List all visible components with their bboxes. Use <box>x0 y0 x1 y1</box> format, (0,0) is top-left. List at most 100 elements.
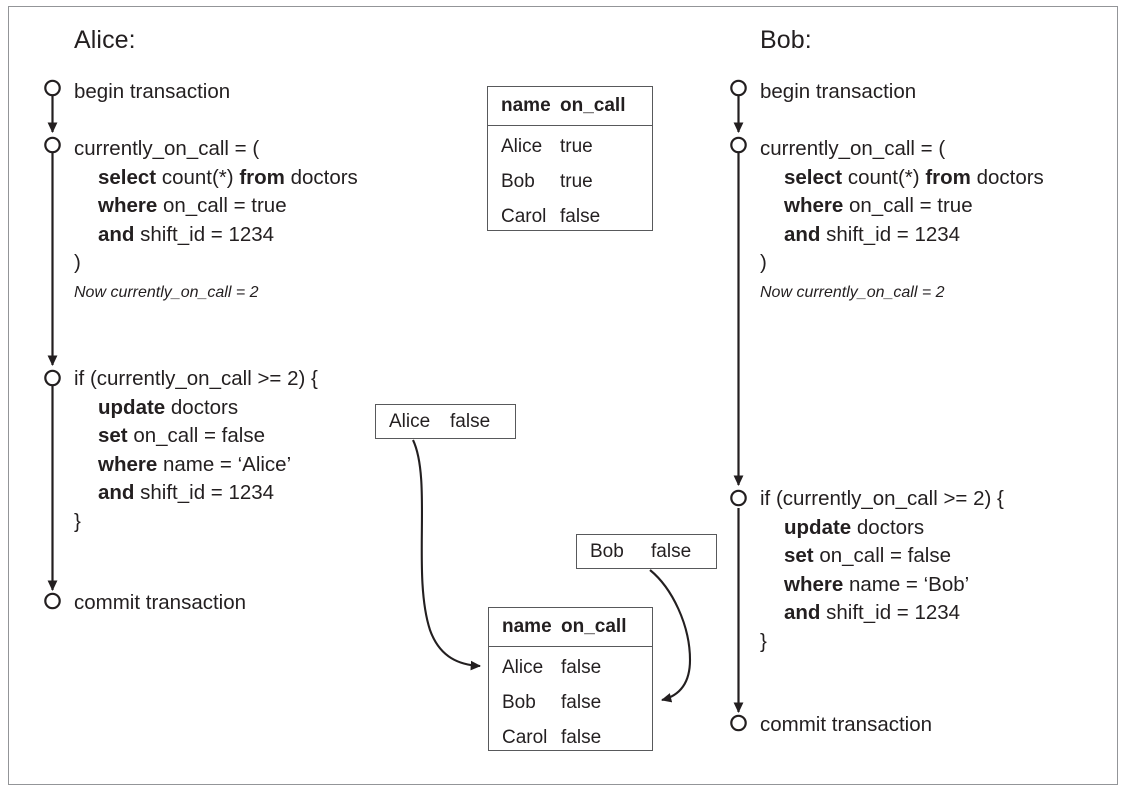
alice-update-line: update doctors <box>74 394 318 423</box>
bob-set-rest: on_call = false <box>813 544 951 567</box>
kw-and-2: and <box>98 481 135 504</box>
table-header-name: name <box>502 616 552 637</box>
kw-update: update <box>98 395 166 419</box>
alice-note: Now currently_on_call = 2 <box>74 283 259 301</box>
table-body: Alice true Bob true Carol false <box>488 126 652 234</box>
cell-on-call: true <box>560 170 593 192</box>
cell-on-call: false <box>561 691 602 713</box>
doctors-table-before: name on_call Alice true Bob true Carol f… <box>487 86 653 231</box>
bob-where2-line: where name = ‘Bob’ <box>760 571 1004 600</box>
cell-name: Bob <box>502 691 536 713</box>
alice-and-line: and shift_id = 1234 <box>74 221 358 250</box>
kw-where-2: where <box>784 572 844 596</box>
alice-update-rest: doctors <box>165 395 239 419</box>
cell-on-call: false <box>561 726 602 748</box>
cell-name: Alice <box>389 410 431 432</box>
kw-from: from <box>239 165 285 189</box>
table-header-on-call: on_call <box>561 616 627 637</box>
table-row: Alice false <box>489 650 652 685</box>
cell-name: Carol <box>501 205 547 227</box>
alice-select-line: select count(*) from doctors <box>74 164 358 193</box>
bob-step-update: if (currently_on_call >= 2) { update doc… <box>760 485 1004 656</box>
bob-select-line: select count(*) from doctors <box>760 164 1044 193</box>
alice-step-update: if (currently_on_call >= 2) { update doc… <box>74 365 318 536</box>
bob-update-rest: doctors <box>851 515 925 539</box>
alice-assign-close: ) <box>74 251 81 274</box>
bob-assign-open: currently_on_call = ( <box>760 137 946 160</box>
kw-select: select <box>98 165 157 189</box>
cell-on-call: true <box>560 135 593 157</box>
bob-from-rest: doctors <box>970 165 1044 189</box>
write-payload-bob: Bob false <box>576 534 717 569</box>
column-title-alice: Alice: <box>74 26 136 54</box>
cell-name: Alice <box>501 135 543 157</box>
alice-where2-rest: name = ‘Alice’ <box>157 452 292 476</box>
cell-on-call: false <box>561 656 602 678</box>
alice-and2-line: and shift_id = 1234 <box>74 479 318 508</box>
kw-select: select <box>784 165 843 189</box>
kw-from: from <box>925 165 971 189</box>
table-header-on-call: on_call <box>560 95 626 116</box>
table-body: Alice false Bob false Carol false <box>489 647 652 755</box>
cell-name: Bob <box>590 540 624 562</box>
cell-name: Alice <box>502 656 544 678</box>
bob-update-line: update doctors <box>760 514 1004 543</box>
kw-update: update <box>784 515 852 539</box>
kw-set: set <box>784 544 814 567</box>
table-header-row: name on_call <box>489 608 652 647</box>
bob-where-line: where on_call = true <box>760 192 1044 221</box>
bob-assign-close: ) <box>760 251 767 274</box>
alice-begin-label: begin transaction <box>74 80 231 103</box>
alice-where-line: where on_call = true <box>74 192 358 221</box>
alice-step-select: currently_on_call = ( select count(*) fr… <box>74 135 358 304</box>
bob-where2-rest: name = ‘Bob’ <box>843 572 970 596</box>
table-header-name: name <box>501 95 551 116</box>
table-row: Carol false <box>488 199 652 234</box>
bob-commit-label: commit transaction <box>760 713 933 736</box>
cell-name: Bob <box>501 170 535 192</box>
kw-and: and <box>98 222 135 246</box>
table-row: Alice true <box>488 129 652 164</box>
alice-and2-rest: shift_id = 1234 <box>134 481 275 504</box>
bob-note: Now currently_on_call = 2 <box>760 283 945 301</box>
alice-where2-line: where name = ‘Alice’ <box>74 451 318 480</box>
column-title-bob: Bob: <box>760 26 812 54</box>
alice-if-open: if (currently_on_call >= 2) { <box>74 367 318 390</box>
kw-and: and <box>784 222 821 246</box>
bob-and-rest: shift_id = 1234 <box>820 222 961 246</box>
bob-and-line: and shift_id = 1234 <box>760 221 1044 250</box>
table-row: Bob false <box>489 685 652 720</box>
cell-name: Carol <box>502 726 548 748</box>
alice-commit-label: commit transaction <box>74 591 247 614</box>
table-header-row: name on_call <box>488 87 652 126</box>
alice-assign-open: currently_on_call = ( <box>74 137 260 160</box>
bob-select-rest: count(*) <box>842 165 926 189</box>
alice-step-begin: begin transaction <box>74 78 230 107</box>
alice-set-rest: on_call = false <box>127 424 265 447</box>
bob-step-select: currently_on_call = ( select count(*) fr… <box>760 135 1044 304</box>
bob-step-begin: begin transaction <box>760 78 916 107</box>
alice-set-line: set on_call = false <box>74 422 318 451</box>
kw-and-2: and <box>784 601 821 624</box>
bob-if-open: if (currently_on_call >= 2) { <box>760 487 1004 510</box>
bob-set-line: set on_call = false <box>760 542 1004 571</box>
alice-select-rest: count(*) <box>156 165 240 189</box>
alice-and-rest: shift_id = 1234 <box>134 222 275 246</box>
cell-on-call: false <box>651 540 692 562</box>
kw-where: where <box>784 194 844 217</box>
doctors-table-after: name on_call Alice false Bob false Carol… <box>488 607 653 751</box>
bob-step-commit: commit transaction <box>760 711 932 740</box>
cell-on-call: false <box>450 410 491 432</box>
write-payload-alice: Alice false <box>375 404 516 439</box>
cell-on-call: false <box>560 205 601 227</box>
bob-begin-label: begin transaction <box>760 80 917 103</box>
bob-and2-line: and shift_id = 1234 <box>760 599 1004 628</box>
alice-where-rest: on_call = true <box>157 194 287 217</box>
alice-from-rest: doctors <box>284 165 358 189</box>
table-row: Bob true <box>488 164 652 199</box>
kw-where-2: where <box>98 452 158 476</box>
alice-if-close: } <box>74 509 81 533</box>
bob-where-rest: on_call = true <box>843 194 973 217</box>
bob-if-close: } <box>760 629 767 653</box>
